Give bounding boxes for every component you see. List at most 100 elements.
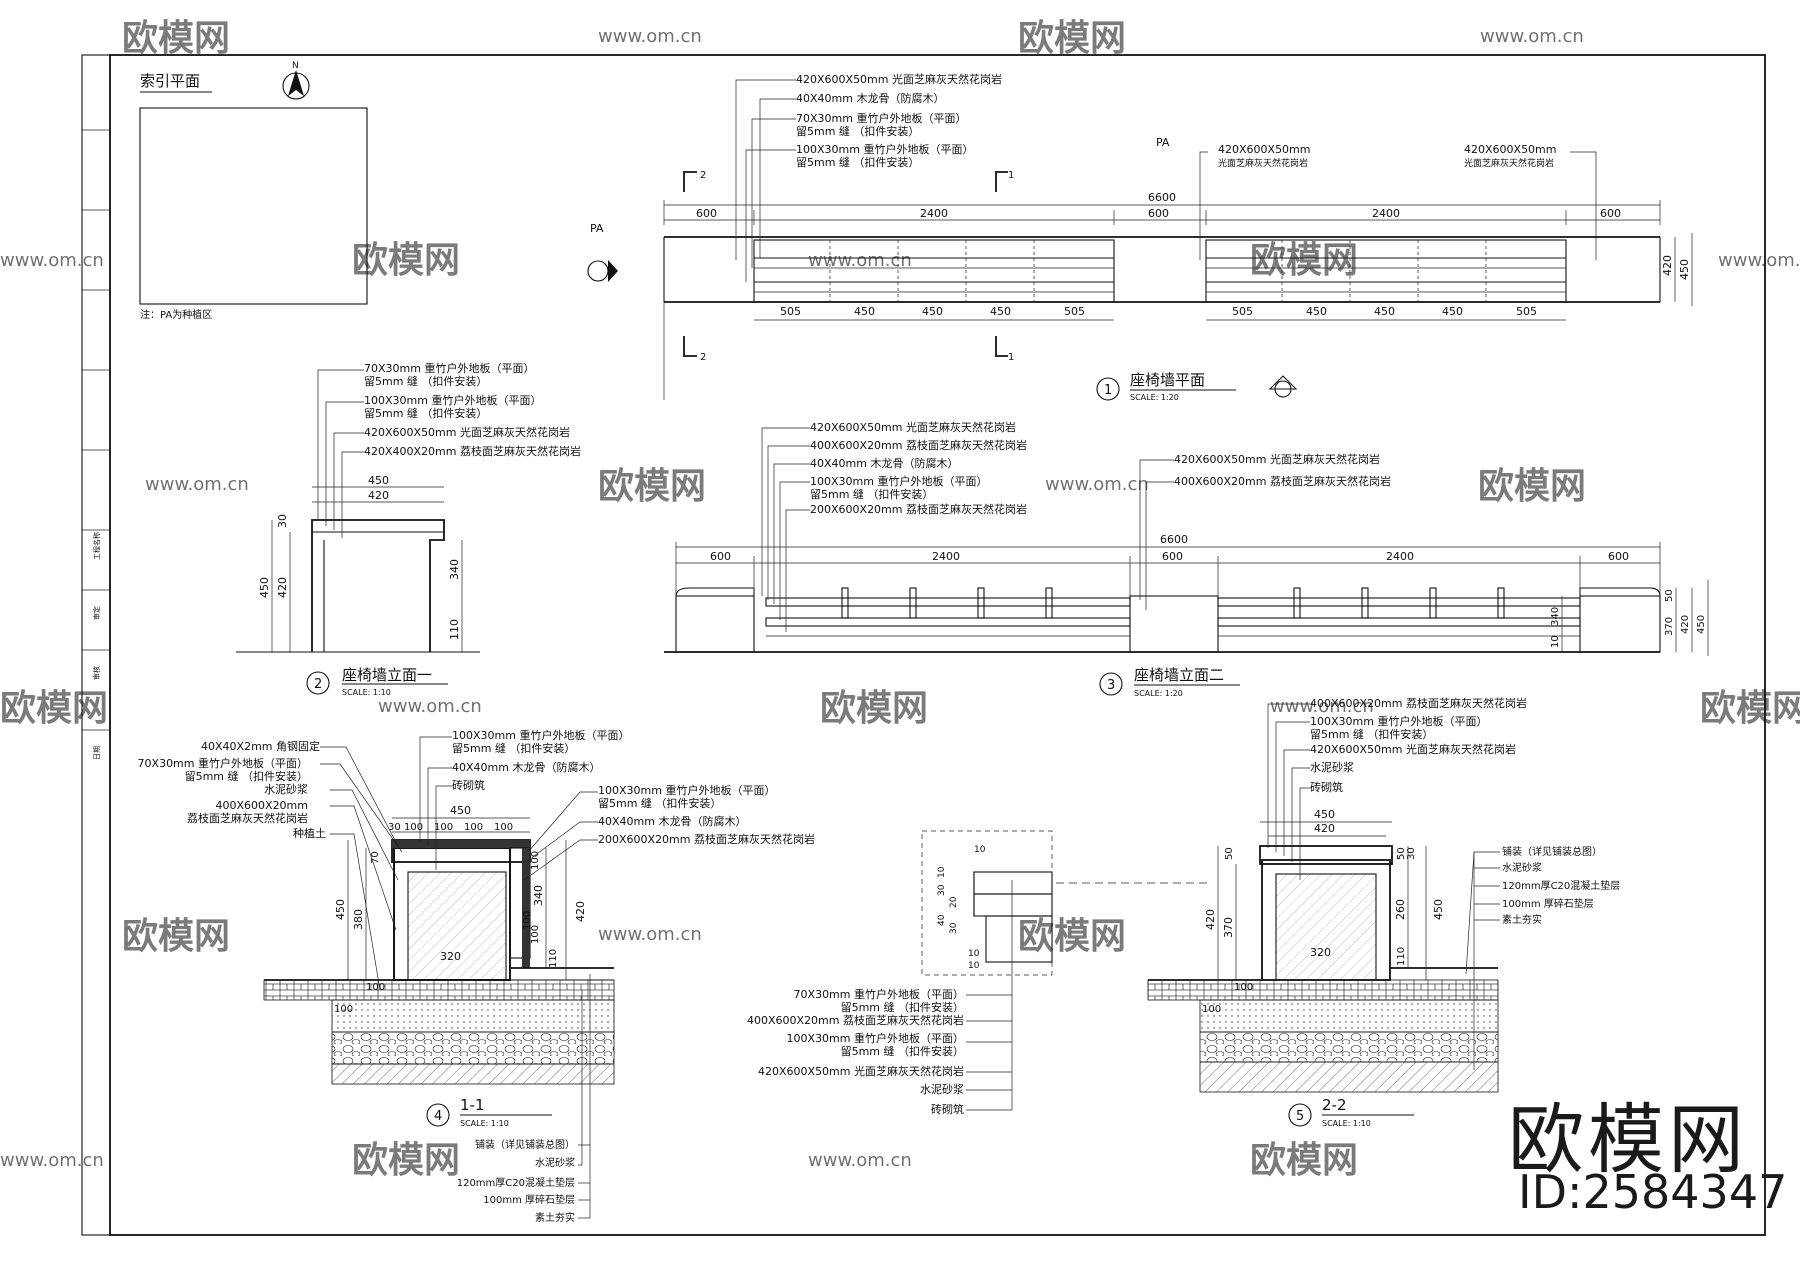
watermark-logo: 欧模网 bbox=[352, 240, 460, 281]
sec1-callout: 120mm厚C20混凝土垫层 bbox=[457, 1176, 575, 1189]
elev2-callout: 420X600X50mm 光面芝麻灰天然花岗岩 bbox=[810, 420, 1016, 434]
sec1-callout: 铺装（详见铺装总图） bbox=[475, 1138, 575, 1151]
detail-callout: 砖砌筑 bbox=[931, 1102, 964, 1116]
dim-label: 2400 bbox=[1386, 550, 1414, 563]
plan-callout: 光面芝麻灰天然花岗岩 bbox=[1218, 157, 1308, 169]
bench-elevation-2: 6600 600 2400 600 2400 600 50 370 420 45… bbox=[664, 420, 1709, 698]
plan-callout: 420X600X50mm bbox=[1464, 143, 1557, 156]
dim-label: 450 bbox=[258, 577, 271, 598]
elev2-callout: 400X600X20mm 荔枝面芝麻灰天然花岗岩 bbox=[810, 438, 1027, 452]
sec1-callout: 100X30mm 重竹户外地板（平面） bbox=[598, 783, 775, 797]
dim-label: 70 bbox=[370, 851, 381, 864]
detail-callout: 420X600X50mm 光面芝麻灰天然花岗岩 bbox=[758, 1064, 964, 1078]
caption-number: 5 bbox=[1296, 1109, 1304, 1124]
section-mark-label: 2 bbox=[700, 170, 706, 181]
index-plan-box bbox=[139, 107, 368, 305]
dim-label: 100 bbox=[366, 982, 385, 993]
dim-label: 450 bbox=[1306, 305, 1327, 318]
plan-callout: 70X30mm 重竹户外地板（平面） bbox=[796, 111, 966, 125]
dim-label: 100 bbox=[522, 911, 533, 930]
dim-label: 600 bbox=[1608, 550, 1629, 563]
sec1-callout: 70X30mm 重竹户外地板（平面） bbox=[138, 756, 308, 770]
strip-line: 审定 bbox=[92, 606, 101, 620]
caption-title: 1-1 bbox=[460, 1096, 485, 1114]
sec2-callout: 砖砌筑 bbox=[1310, 780, 1343, 794]
watermark-url: www.om.cn bbox=[145, 474, 249, 495]
watermark-logo: 欧模网 bbox=[1478, 466, 1586, 507]
dim-label: 420 bbox=[574, 901, 587, 922]
dim-label: 30 bbox=[1406, 847, 1417, 860]
joint-detail: 10 10 30 20 40 10 30 10 70X30mm 重竹户外地板（平… bbox=[747, 830, 1210, 1116]
brand-logo: 欧模网 bbox=[1508, 1095, 1748, 1184]
sec1-callout: 种植土 bbox=[293, 826, 326, 840]
sec1-callout: 40X40mm 木龙骨（防腐木） bbox=[598, 814, 746, 828]
section-1-1: 450 30 100 100 100 100 70 450 380 100 10… bbox=[138, 728, 815, 1224]
sec1-callout: 100X30mm 重竹户外地板（平面） bbox=[452, 728, 629, 742]
sec1-callout: 40X40X2mm 角钢固定 bbox=[201, 739, 320, 753]
dim-label: 100 bbox=[530, 925, 541, 944]
caption-scale: SCALE: 1:10 bbox=[460, 1119, 509, 1128]
plan-callout: 光面芝麻灰天然花岗岩 bbox=[1464, 157, 1554, 169]
dim-label: 2400 bbox=[1372, 207, 1400, 220]
section-mark-label: 2 bbox=[700, 352, 706, 363]
watermark-logo: 欧模网 bbox=[1250, 1140, 1358, 1181]
dim-label: 100 bbox=[530, 851, 541, 870]
sec2-callout: 素土夯实 bbox=[1502, 913, 1542, 926]
title-strip bbox=[81, 54, 111, 1236]
elev2-callout: 40X40mm 木龙骨（防腐木） bbox=[810, 456, 958, 470]
dim-label: 340 bbox=[448, 559, 461, 580]
dim-label: 30 bbox=[937, 884, 947, 896]
dim-label: 20 bbox=[949, 896, 959, 908]
section-mark-label: 1 bbox=[1008, 170, 1014, 181]
watermark-url: www.om.cn bbox=[598, 26, 702, 47]
watermark-logo: 欧模网 bbox=[820, 688, 928, 729]
dim-label: 505 bbox=[780, 305, 801, 318]
watermark-url: www.om.cn bbox=[1270, 696, 1374, 717]
watermark-url: www.om.cn bbox=[1480, 26, 1584, 47]
view-direction-icon bbox=[587, 260, 618, 282]
dim-label: 505 bbox=[1516, 305, 1537, 318]
elev2-callout: 200X600X20mm 荔枝面芝麻灰天然花岗岩 bbox=[810, 502, 1027, 516]
dim-label: 100 bbox=[1202, 1004, 1221, 1015]
dim-label: 450 bbox=[1678, 259, 1691, 280]
elev2-callout: 420X600X50mm 光面芝麻灰天然花岗岩 bbox=[1174, 452, 1380, 466]
sec2-callout: 100mm 厚碎石垫层 bbox=[1502, 897, 1594, 910]
dim-label: 2400 bbox=[920, 207, 948, 220]
detail-callout: 留5mm 缝 （扣件安装） bbox=[841, 1044, 964, 1058]
plan-callout: 40X40mm 木龙骨（防腐木） bbox=[796, 91, 944, 105]
sec2-callout: 留5mm 缝 （扣件安装） bbox=[1310, 727, 1433, 741]
dim-label: 10 bbox=[974, 845, 986, 855]
dim-label: 450 bbox=[922, 305, 943, 318]
sec1-callout: 400X600X20mm bbox=[216, 799, 309, 812]
section-mark-icon bbox=[683, 171, 1008, 357]
dim-label: 40 bbox=[937, 914, 947, 926]
bench-plan-view: 2 2 1 1 PA PA 6600 600 bbox=[587, 72, 1693, 402]
region-label: PA bbox=[1156, 136, 1170, 149]
dim-label: 2400 bbox=[932, 550, 960, 563]
dim-label: 370 bbox=[1664, 617, 1675, 636]
watermark-url: www.om.cn bbox=[808, 250, 912, 271]
dim-label: 505 bbox=[1064, 305, 1085, 318]
region-label: PA bbox=[590, 222, 604, 235]
sec2-callout: 420X600X50mm 光面芝麻灰天然花岗岩 bbox=[1310, 742, 1516, 756]
dim-label: 10 bbox=[968, 949, 980, 959]
watermark-logo: 欧模网 bbox=[1018, 916, 1126, 957]
dim-label: 100 bbox=[404, 822, 423, 833]
dim-label: 100 bbox=[464, 822, 483, 833]
sec1-callout: 留5mm 缝 （扣件安装） bbox=[598, 796, 721, 810]
caption-number: 4 bbox=[434, 1109, 442, 1124]
dim-label: 600 bbox=[1162, 550, 1183, 563]
detail-callout: 水泥砂浆 bbox=[920, 1082, 964, 1096]
dim-label: 320 bbox=[1310, 946, 1331, 959]
plan-callout: 420X600X50mm 光面芝麻灰天然花岗岩 bbox=[796, 72, 1002, 86]
caption-title: 2-2 bbox=[1322, 1096, 1347, 1114]
sec1-callout: 砖砌筑 bbox=[452, 778, 485, 792]
dim-label: 600 bbox=[1148, 207, 1169, 220]
dim-label: 450 bbox=[1442, 305, 1463, 318]
dim-label: 10 bbox=[968, 961, 980, 971]
dim-label: 450 bbox=[1374, 305, 1395, 318]
elev1-callout: 留5mm 缝 （扣件安装） bbox=[364, 406, 487, 420]
section-mark-label: 1 bbox=[1008, 352, 1014, 363]
dim-label: 450 bbox=[368, 474, 389, 487]
dim-label: 420 bbox=[1661, 255, 1674, 276]
